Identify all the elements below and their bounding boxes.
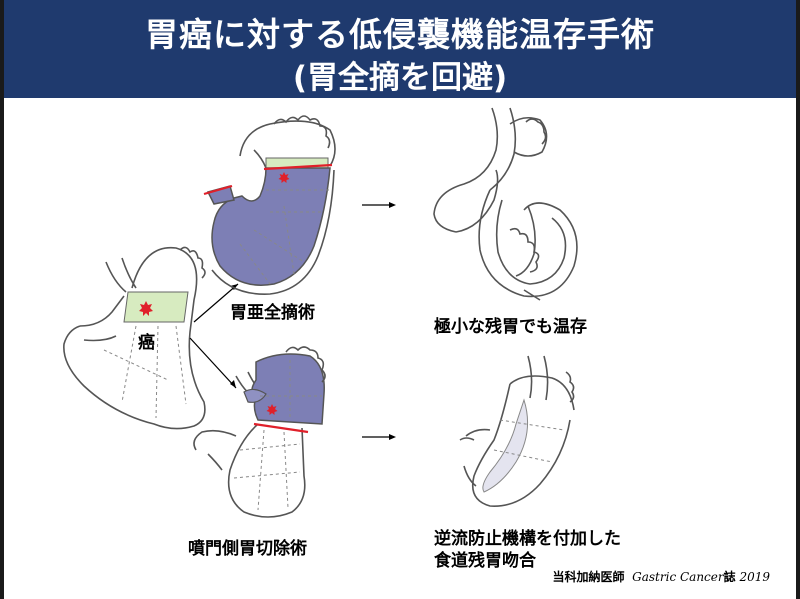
antireflux-label-line-1: 逆流防止機構を付加した	[434, 529, 621, 549]
citation-journal: Gastric Cancer	[632, 570, 724, 584]
tiny-remnant-label: 極小な残胃でも温存	[434, 317, 587, 337]
title-line-1: 胃癌に対する低侵襲機能温存手術	[145, 15, 655, 54]
tumor-star-icon	[278, 172, 290, 183]
stomach-with-cancer	[63, 246, 206, 430]
citation-year: 2019	[739, 570, 770, 584]
arrow-bottom-result	[362, 434, 396, 440]
cancer-label: 癌	[138, 333, 155, 353]
subtotal-gastrectomy-diagram	[203, 115, 336, 295]
arrow-to-subtotal	[193, 283, 239, 323]
citation-suffix: 誌	[723, 570, 736, 584]
proximal-gastrectomy-label: 噴門側胃切除術	[188, 539, 307, 559]
title-banner: 胃癌に対する低侵襲機能温存手術 (胃全摘を回避)	[4, 0, 796, 98]
arrow-top-result	[362, 202, 396, 208]
arrow-to-proximal	[189, 337, 237, 389]
antireflux-anastomosis	[459, 355, 575, 507]
proximal-gastrectomy-diagram	[193, 346, 326, 518]
tumor-star-icon	[266, 404, 278, 415]
citation: 当科加納医師 Gastric Cancer誌 2019	[553, 568, 771, 585]
slide: 胃癌に対する低侵襲機能温存手術 (胃全摘を回避)	[4, 0, 796, 599]
diagram-art	[63, 107, 578, 518]
title-line-2: (胃全摘を回避)	[292, 60, 508, 96]
tumor-star-icon	[139, 301, 153, 316]
cancer-band	[123, 291, 189, 323]
citation-authors: 当科加納医師	[552, 570, 625, 584]
tiny-remnant-reconstruction	[433, 107, 578, 301]
antireflux-label-line-2: 食道残胃吻合	[434, 551, 536, 571]
subtotal-gastrectomy-label: 胃亜全摘術	[230, 303, 315, 323]
